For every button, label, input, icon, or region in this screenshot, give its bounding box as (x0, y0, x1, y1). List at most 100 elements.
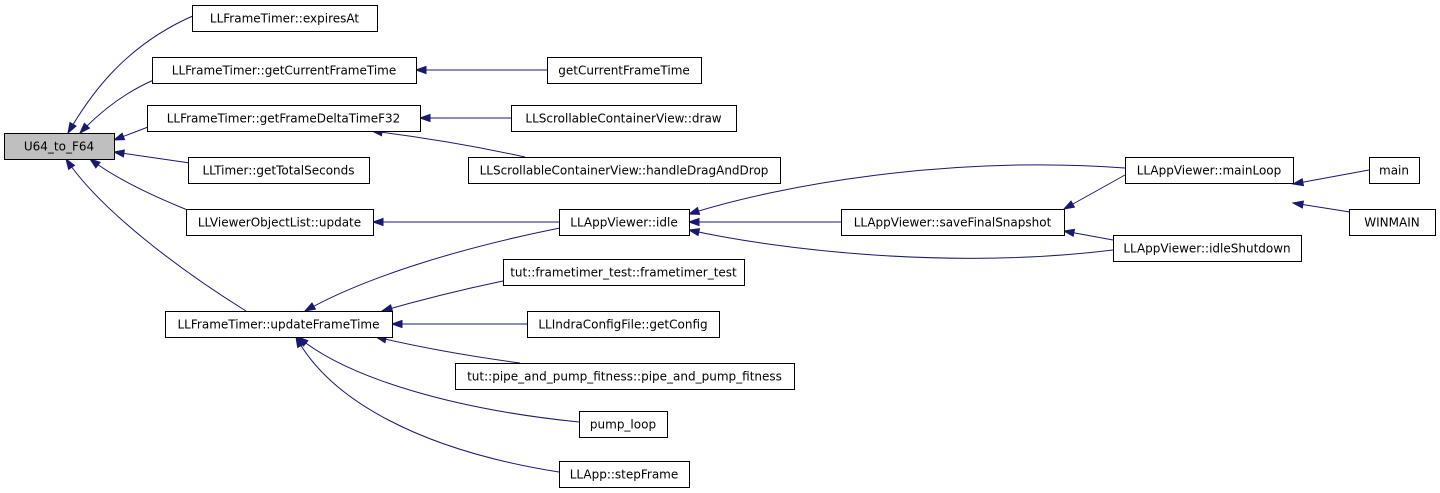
node-box[interactable] (1349, 209, 1436, 236)
edge-pipe-to-uft (374, 335, 521, 364)
node-label: LLScrollableContainerView::draw (525, 112, 721, 126)
edges-layer (65, 14, 1370, 473)
node-box[interactable] (559, 209, 690, 236)
edge-line (79, 78, 157, 134)
node-box[interactable] (186, 209, 374, 236)
edge-step-to-uft (295, 335, 560, 473)
edge-cfg-to-uft (390, 319, 527, 329)
edge-idleshut-to-save (1062, 228, 1114, 241)
arrowhead-icon (295, 335, 305, 349)
node-mainloop[interactable]: LLAppViewer::mainLoop (1125, 157, 1294, 184)
arrowhead-icon (687, 206, 701, 215)
node-box[interactable] (4, 133, 115, 160)
edge-line (381, 280, 504, 312)
edge-uft-to-u64 (65, 157, 247, 312)
arrowhead-icon (390, 319, 403, 329)
node-box[interactable] (579, 411, 668, 438)
node-label: U64_to_F64 (24, 140, 94, 154)
edge-line (295, 336, 560, 473)
node-scdraw[interactable]: LLScrollableContainerView::draw (511, 105, 737, 132)
node-label: LLAppViewer::idleShutdown (1123, 242, 1290, 256)
node-label: tut::pipe_and_pump_fitness::pipe_and_pum… (467, 370, 782, 384)
node-cfg[interactable]: LLIndraConfigFile::getConfig (527, 311, 720, 338)
node-pipe[interactable]: tut::pipe_and_pump_fitness::pipe_and_pum… (455, 363, 795, 390)
node-label: LLScrollableContainerView::handleDragAnd… (480, 164, 769, 178)
node-winmain[interactable]: WINMAIN (1349, 209, 1436, 236)
arrowhead-icon (303, 302, 317, 312)
arrowhead-icon (78, 122, 91, 135)
edge-line (688, 164, 1126, 215)
node-label: LLIndraConfigFile::getConfig (538, 318, 707, 332)
node-label: LLFrameTimer::expiresAt (210, 12, 359, 26)
arrowhead-icon (414, 65, 427, 75)
node-box[interactable] (165, 311, 393, 338)
node-label: LLFrameTimer::getCurrentFrameTime (172, 64, 396, 78)
node-label: pump_loop (590, 418, 656, 432)
node-label: LLApp::stepFrame (570, 468, 679, 482)
arrowhead-icon (687, 228, 701, 237)
node-box[interactable] (468, 157, 781, 184)
edge-line (304, 227, 561, 312)
node-pump[interactable]: pump_loop (579, 411, 668, 438)
edge-line (89, 158, 191, 212)
node-box[interactable] (192, 5, 378, 32)
node-box[interactable] (527, 311, 720, 338)
edge-scdrag-to-delta (370, 128, 526, 158)
arrowhead-icon (67, 121, 77, 135)
arrowhead-icon (1062, 200, 1076, 210)
edge-line (1292, 169, 1370, 185)
edge-idle-to-uft (303, 227, 561, 312)
node-box[interactable] (503, 259, 745, 286)
arrowhead-icon (371, 217, 384, 227)
node-vol[interactable]: LLViewerObjectList::update (186, 209, 374, 236)
edge-getcur2-to-getcur (414, 65, 547, 75)
node-label: LLViewerObjectList::update (198, 216, 361, 230)
node-box[interactable] (559, 461, 690, 488)
node-box[interactable] (1369, 157, 1420, 184)
edge-vol-to-u64 (88, 158, 191, 212)
edge-expires-to-u64 (67, 14, 196, 135)
arrowhead-icon (88, 158, 101, 169)
node-label: LLTimer::getTotalSeconds (202, 164, 354, 178)
edge-main-to-mainloop (1291, 169, 1370, 187)
node-uft[interactable]: LLFrameTimer::updateFrameTime (165, 311, 393, 338)
node-box[interactable] (1125, 157, 1294, 184)
node-box[interactable] (147, 105, 421, 132)
node-box[interactable] (511, 105, 737, 132)
node-box[interactable] (455, 363, 795, 390)
node-idleshut[interactable]: LLAppViewer::idleShutdown (1113, 235, 1302, 262)
arrowhead-icon (65, 157, 76, 171)
node-box[interactable] (188, 157, 370, 184)
edge-line (375, 336, 521, 364)
edge-line (688, 229, 1114, 259)
node-getcur2[interactable]: getCurrentFrameTime (547, 57, 702, 84)
node-u64[interactable]: U64_to_F64 (4, 133, 115, 160)
node-step[interactable]: LLApp::stepFrame (559, 461, 690, 488)
node-total[interactable]: LLTimer::getTotalSeconds (188, 157, 370, 184)
node-label: LLAppViewer::mainLoop (1137, 164, 1282, 178)
node-main[interactable]: main (1369, 157, 1420, 184)
node-ftt[interactable]: tut::frametimer_test::frametimer_test (503, 259, 745, 286)
node-label: LLAppViewer::saveFinalSnapshot (854, 216, 1052, 230)
edge-line (65, 158, 247, 312)
arrowhead-icon (112, 149, 125, 158)
node-label: LLFrameTimer::getFrameDeltaTimeF32 (167, 112, 401, 126)
node-box[interactable] (841, 209, 1065, 236)
node-save[interactable]: LLAppViewer::saveFinalSnapshot (841, 209, 1065, 236)
node-idle[interactable]: LLAppViewer::idle (559, 209, 690, 236)
node-scdrag[interactable]: LLScrollableContainerView::handleDragAnd… (468, 157, 781, 184)
node-box[interactable] (1113, 235, 1302, 262)
arrowhead-icon (418, 113, 431, 123)
edge-idle-to-vol (371, 217, 559, 227)
node-getcur[interactable]: LLFrameTimer::getCurrentFrameTime (152, 57, 417, 84)
edge-line (371, 130, 526, 158)
node-box[interactable] (547, 57, 702, 84)
edge-save-to-idle (687, 217, 841, 227)
node-delta[interactable]: LLFrameTimer::getFrameDeltaTimeF32 (147, 105, 421, 132)
node-label: LLFrameTimer::updateFrameTime (178, 318, 380, 332)
edge-winmain-to-mainloop (1291, 200, 1351, 213)
edge-ftt-to-uft (380, 280, 504, 313)
edge-line (1063, 174, 1126, 210)
node-box[interactable] (152, 57, 417, 84)
node-expires[interactable]: LLFrameTimer::expiresAt (192, 5, 378, 32)
